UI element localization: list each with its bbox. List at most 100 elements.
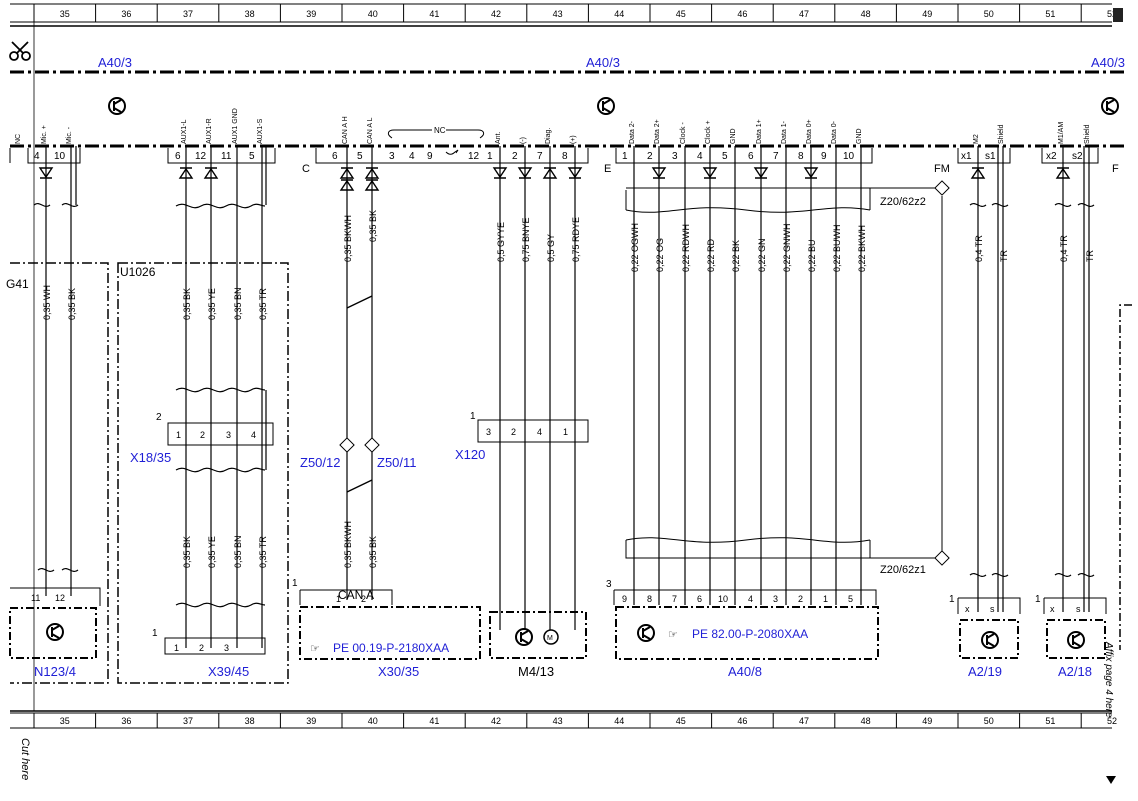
ruler-number: 52 bbox=[1107, 9, 1117, 19]
wire-breaks bbox=[33, 202, 1095, 608]
z50-11-label: Z50/11 bbox=[377, 455, 417, 470]
component-boundaries bbox=[10, 262, 289, 684]
svg-text:0,35 BN: 0,35 BN bbox=[233, 535, 243, 568]
pin-label: Clock + bbox=[705, 120, 712, 144]
svg-text:1: 1 bbox=[176, 430, 181, 440]
z20-62z1-bus bbox=[625, 537, 940, 559]
svg-text:0,75 RDYE: 0,75 RDYE bbox=[571, 217, 581, 262]
connector-fm-letter: FM bbox=[934, 163, 950, 175]
svg-text:4: 4 bbox=[251, 430, 256, 440]
pin-label: GND bbox=[730, 128, 737, 144]
connector-c-letter: C bbox=[302, 163, 310, 175]
pin-label: Data 1- bbox=[781, 120, 788, 144]
ruler-number: 42 bbox=[491, 716, 501, 726]
svg-text:1: 1 bbox=[174, 643, 179, 653]
ruler-number: 39 bbox=[306, 9, 316, 19]
affix-page-text: Affix page 4 here bbox=[1103, 641, 1114, 718]
svg-text:5: 5 bbox=[357, 151, 363, 162]
svg-text:5: 5 bbox=[848, 594, 853, 604]
ruler-number: 51 bbox=[1045, 716, 1055, 726]
ruler-number: 47 bbox=[799, 716, 809, 726]
svg-text:0,35 BKWH: 0,35 BKWH bbox=[343, 215, 353, 262]
x30-35-label: X30/35 bbox=[378, 664, 419, 679]
svg-text:2: 2 bbox=[647, 151, 653, 162]
svg-text:7: 7 bbox=[537, 151, 543, 162]
svg-text:0,22 BUWH: 0,22 BUWH bbox=[832, 224, 842, 272]
z20-62z1-label: Z20/62z1 bbox=[880, 564, 926, 576]
svg-text:12: 12 bbox=[195, 151, 207, 162]
svg-text:9: 9 bbox=[622, 594, 627, 604]
cut-here-text: Cut here bbox=[19, 738, 31, 780]
svg-text:TR: TR bbox=[1085, 250, 1095, 262]
ruler-number: 41 bbox=[429, 9, 439, 19]
pin-label: M1/AM bbox=[1058, 122, 1065, 144]
a2-18-component: 1 x s bbox=[1035, 594, 1107, 659]
ruler-number: 40 bbox=[368, 9, 378, 19]
svg-text:6: 6 bbox=[748, 151, 754, 162]
right-edge-boundary bbox=[1119, 304, 1132, 650]
wire-labels: 0,35 WH 0,35 BK 0,35 BK 0,35 YE 0,35 BN … bbox=[42, 210, 1095, 568]
svg-text:4: 4 bbox=[34, 151, 40, 162]
svg-text:CAN A: CAN A bbox=[338, 588, 374, 602]
pin-label: Mic. - bbox=[66, 126, 73, 144]
svg-text:0,35 YE: 0,35 YE bbox=[207, 288, 217, 320]
pin-label: Data 1+ bbox=[756, 119, 763, 144]
svg-text:2: 2 bbox=[199, 643, 204, 653]
pin-label: Data 2- bbox=[629, 120, 636, 144]
z50-12-label: Z50/12 bbox=[300, 455, 340, 470]
svg-text:x: x bbox=[965, 604, 970, 614]
svg-text:2: 2 bbox=[156, 412, 162, 423]
pin-label: Shield bbox=[998, 124, 1005, 144]
svg-text:3: 3 bbox=[672, 151, 678, 162]
ruler-number: 49 bbox=[922, 9, 932, 19]
u1026-label: U1026 bbox=[120, 265, 156, 279]
m4-13-label: M4/13 bbox=[518, 664, 554, 679]
ecu-icon bbox=[46, 623, 64, 641]
ruler-number: 48 bbox=[861, 9, 871, 19]
svg-text:8: 8 bbox=[798, 151, 804, 162]
pin-label: CAN A H bbox=[342, 116, 349, 144]
splice-marker bbox=[364, 437, 380, 453]
ruler-number: 40 bbox=[368, 716, 378, 726]
ecu-icon bbox=[981, 631, 999, 649]
svg-text:4: 4 bbox=[748, 594, 753, 604]
a2-19-label: A2/19 bbox=[968, 664, 1002, 679]
m4-13-component: M bbox=[489, 611, 587, 659]
svg-text:10: 10 bbox=[843, 151, 855, 162]
svg-text:0,4 TR: 0,4 TR bbox=[974, 235, 984, 262]
svg-text:0,22 GN: 0,22 GN bbox=[757, 238, 767, 272]
pe-reference-link[interactable]: PE 82.00-P-2080XAA bbox=[692, 627, 808, 641]
svg-text:2: 2 bbox=[512, 151, 518, 162]
arrow-down-icon bbox=[1106, 776, 1116, 784]
ruler-number: 44 bbox=[614, 9, 624, 19]
svg-text:2: 2 bbox=[200, 430, 205, 440]
svg-text:0,22 GNWH: 0,22 GNWH bbox=[782, 223, 792, 272]
pin-label: Clock - bbox=[680, 122, 687, 144]
pin-label: CAN A L bbox=[367, 117, 374, 144]
svg-text:0,75 BNYE: 0,75 BNYE bbox=[521, 217, 531, 262]
pe-reference-link[interactable]: PE 00.19-P-2180XAA bbox=[333, 641, 449, 655]
svg-text:4: 4 bbox=[409, 151, 415, 162]
ecu-icon bbox=[637, 624, 655, 642]
ruler-number: 39 bbox=[306, 716, 316, 726]
x120-connector: 1 3 2 4 1 bbox=[470, 411, 589, 443]
svg-text:0,22 BKWH: 0,22 BKWH bbox=[857, 225, 867, 272]
connector-f-letter: F bbox=[1112, 163, 1119, 175]
ruler-number: 52 bbox=[1107, 716, 1117, 726]
svg-text:0,4 TR: 0,4 TR bbox=[1059, 235, 1069, 262]
a40-3-label-left: A40/3 bbox=[98, 55, 132, 70]
ruler-number: 37 bbox=[183, 716, 193, 726]
svg-text:3: 3 bbox=[224, 643, 229, 653]
svg-text:11: 11 bbox=[221, 151, 232, 162]
connector-housings bbox=[9, 148, 1099, 164]
a40-3-label-mid: A40/3 bbox=[586, 55, 620, 70]
svg-text:s1: s1 bbox=[985, 151, 996, 162]
svg-text:0,22 BU: 0,22 BU bbox=[807, 239, 817, 272]
ruler-number: 45 bbox=[676, 9, 686, 19]
svg-text:0,35 WH: 0,35 WH bbox=[42, 285, 52, 320]
svg-text:0,35 BK: 0,35 BK bbox=[182, 536, 192, 568]
svg-text:5: 5 bbox=[249, 151, 255, 162]
